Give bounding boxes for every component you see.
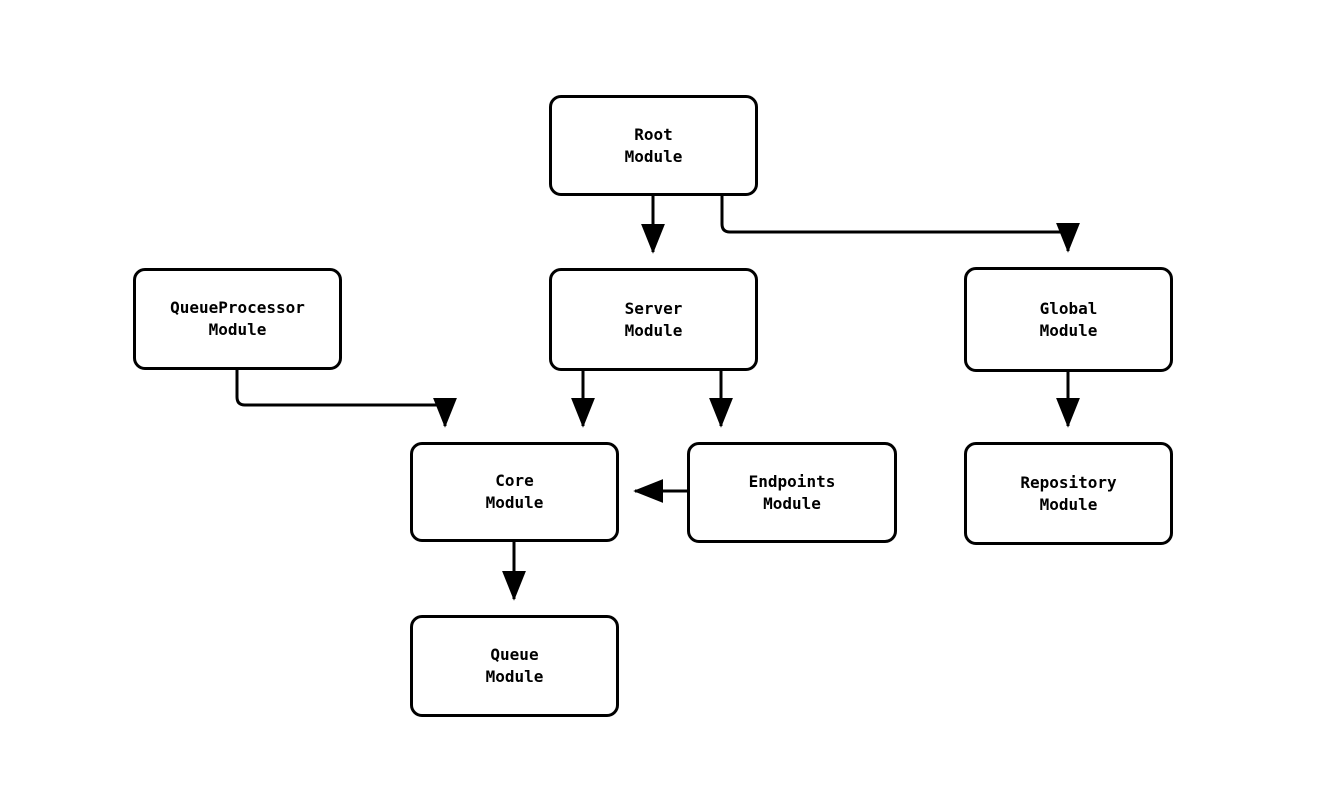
node-label-line2: Module [1039, 320, 1098, 340]
edge-root-to-global [720, 196, 1080, 253]
node-label-line1: QueueProcessor [170, 298, 305, 317]
node-label-line2: Module [485, 667, 544, 686]
node-label-line2: Module [624, 146, 683, 166]
node-label-line2: Module [485, 493, 544, 512]
edge-queueprocessor-to-core [235, 370, 457, 428]
node-label-line2: Module [1039, 494, 1098, 514]
node-label-line2: Module [624, 320, 683, 340]
node-label-line1: Queue [490, 645, 539, 664]
node-label-line1: Global [1039, 298, 1098, 318]
node-label-line1: Core [495, 471, 534, 490]
node-label-line1: Server [624, 298, 683, 318]
edge-group [235, 196, 1080, 601]
node-label-line1: Root [634, 124, 673, 144]
node-label-line2: Module [208, 320, 267, 339]
node-label-line1: Repository [1020, 472, 1117, 492]
node-label-line2: Module [763, 493, 821, 513]
node-label-line1: Endpoints [748, 471, 836, 491]
